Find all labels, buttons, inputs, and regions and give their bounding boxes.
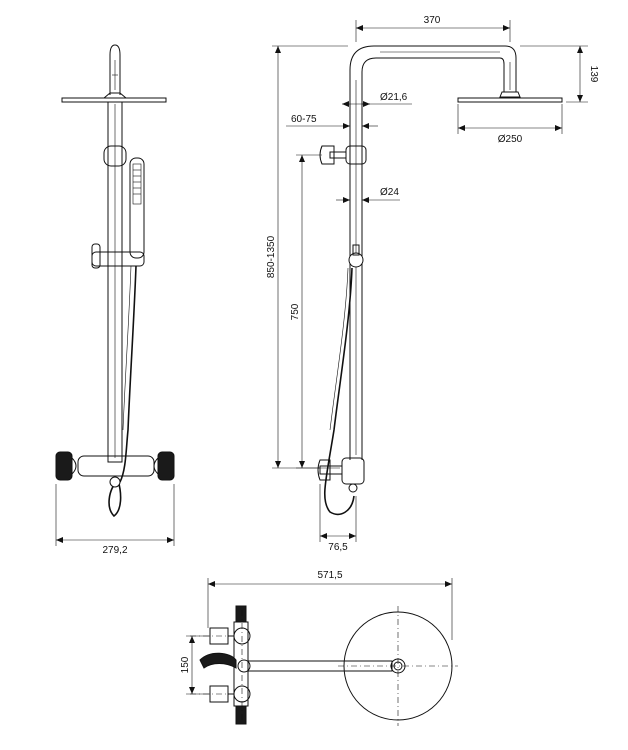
dim-total-height: 850-1350 — [266, 235, 277, 278]
dim-width-front: 279,2 — [102, 545, 127, 556]
dim-mixer-height: 750 — [290, 303, 301, 320]
side-view: 370 139 Ø21,6 60-75 Ø250 Ø24 — [266, 15, 599, 553]
dim-pipe-upper: Ø21,6 — [380, 92, 408, 103]
dim-top-width: 571,5 — [317, 570, 342, 581]
dim-top-depth: 150 — [180, 656, 191, 673]
dim-pipe-lower: Ø24 — [380, 187, 399, 198]
dim-wall-offset: 60-75 — [291, 114, 317, 125]
dim-spout-offset: 76,5 — [328, 542, 348, 553]
dim-arm-length: 370 — [424, 15, 441, 26]
top-view: 571,5 150 — [180, 570, 458, 726]
front-view: 279,2 — [55, 44, 175, 556]
dim-head-height: 139 — [588, 66, 599, 83]
dim-head-dia: Ø250 — [498, 134, 523, 145]
